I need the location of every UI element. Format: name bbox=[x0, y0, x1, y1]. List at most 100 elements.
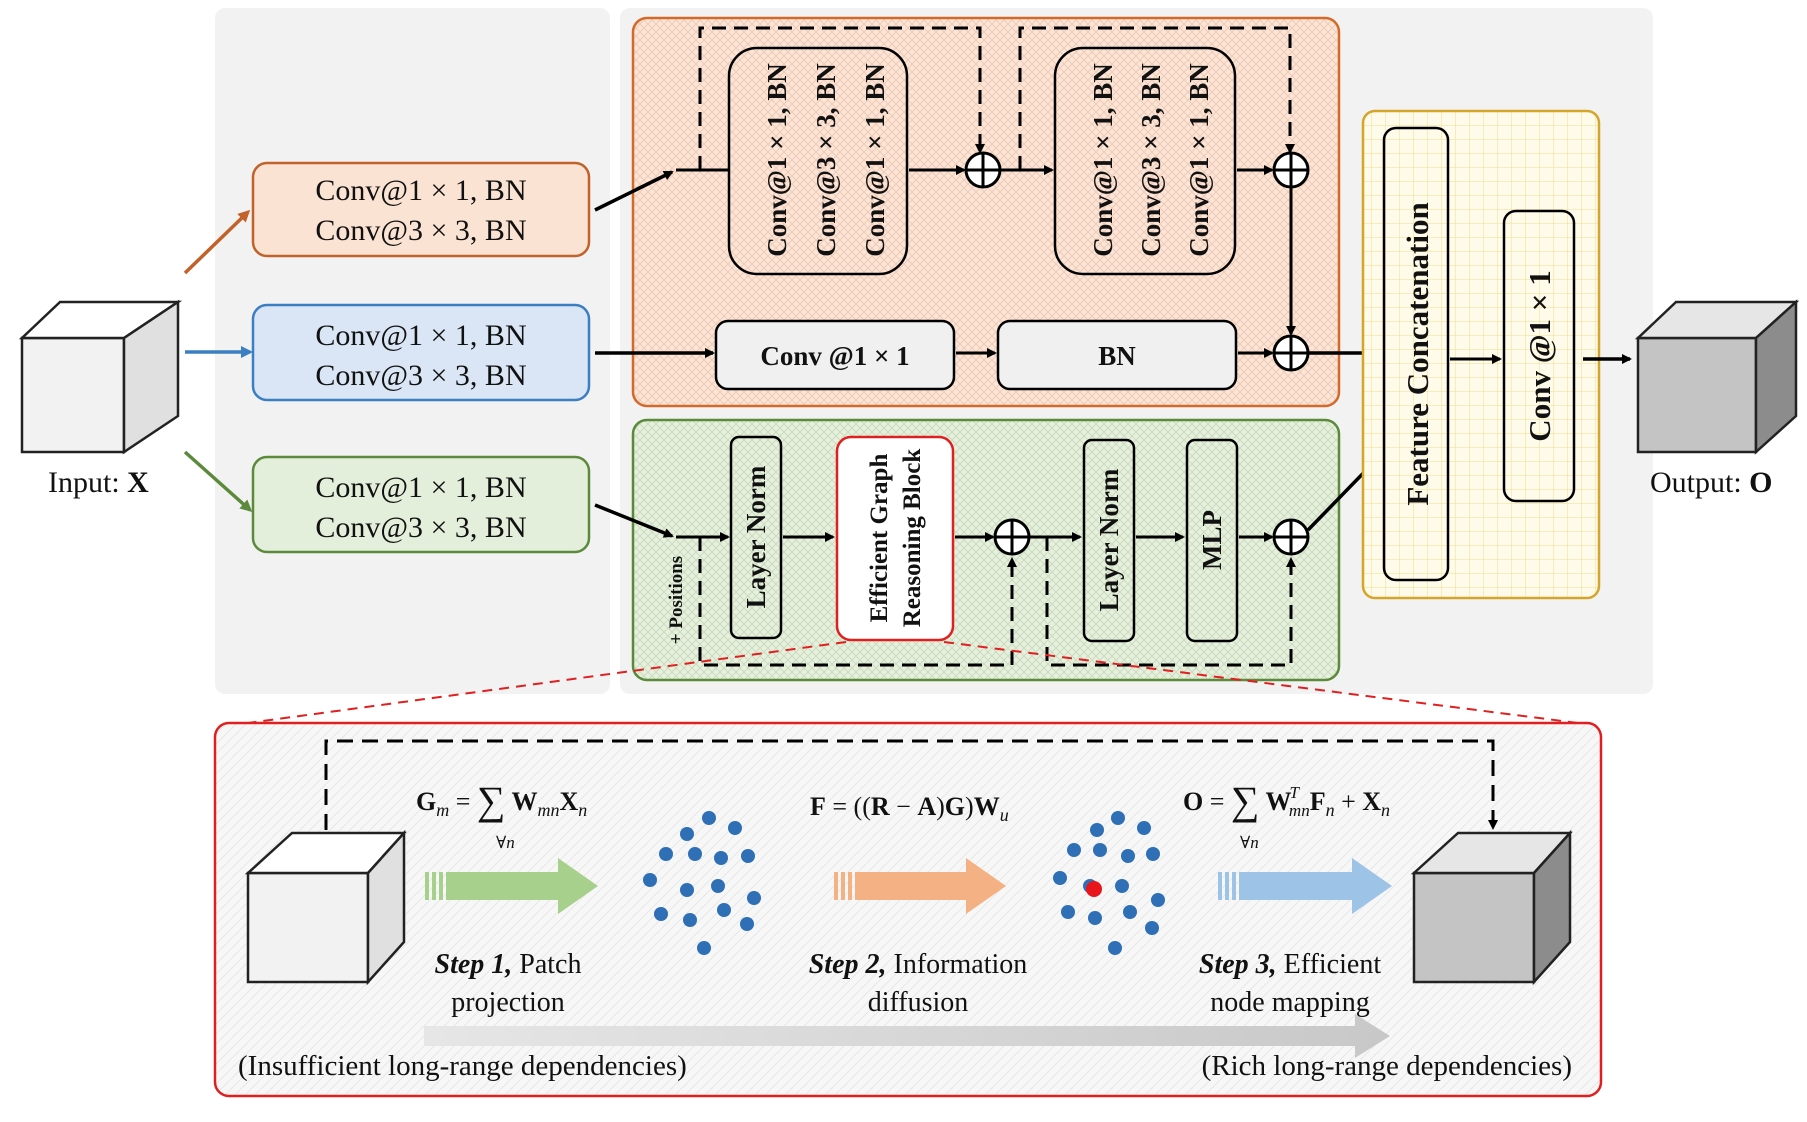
graph-node bbox=[1115, 879, 1129, 893]
formula-2: F = ((R − A)G)Wu bbox=[810, 792, 1009, 825]
graph-node bbox=[747, 891, 761, 905]
graph-node bbox=[1123, 905, 1137, 919]
branch-to-top-arrow bbox=[594, 170, 674, 212]
svg-text:Conv@1 × 1, BN: Conv@1 × 1, BN bbox=[315, 174, 526, 207]
svg-text:Conv@1 × 1, BN: Conv@1 × 1, BN bbox=[762, 63, 792, 257]
step2-label-line2: diffusion bbox=[868, 987, 969, 1018]
detail-output-cube bbox=[1410, 829, 1573, 986]
graph-node bbox=[711, 879, 725, 893]
step2-arrow bbox=[834, 858, 1006, 914]
svg-text:MLP: MLP bbox=[1197, 510, 1227, 570]
graph-node bbox=[688, 847, 702, 861]
skip-connection-1 bbox=[698, 26, 985, 170]
graph-node bbox=[643, 873, 657, 887]
add-node-1 bbox=[964, 151, 1002, 189]
graph-node bbox=[1108, 941, 1122, 955]
svg-text:Conv@3 × 3, BN: Conv@3 × 3, BN bbox=[811, 63, 841, 257]
graph-node bbox=[659, 847, 673, 861]
graph-node bbox=[1067, 843, 1081, 857]
feature-concat-box: Feature Concatenation bbox=[1382, 126, 1450, 582]
detail-input-cube bbox=[244, 829, 407, 986]
graph-node bbox=[1151, 893, 1165, 907]
svg-text:Efficient Graph: Efficient Graph bbox=[866, 454, 893, 623]
graph-node bbox=[1137, 821, 1151, 835]
graph-node bbox=[1061, 905, 1075, 919]
shortcut-conv-box: Conv @1 × 1 bbox=[714, 319, 956, 391]
svg-text:Conv@1 × 1, BN: Conv@1 × 1, BN bbox=[315, 319, 526, 352]
branch-box-orange: Conv@1 × 1, BN Conv@3 × 3, BN bbox=[251, 161, 591, 258]
branch-arrow-orange bbox=[183, 209, 251, 275]
svg-text:Conv@3 × 3, BN: Conv@3 × 3, BN bbox=[1136, 63, 1166, 257]
skip-connection-3 bbox=[698, 537, 1017, 667]
graph-node bbox=[741, 849, 755, 863]
step3-arrow bbox=[1218, 858, 1392, 914]
zoom-line-right bbox=[943, 641, 1579, 724]
graph-node bbox=[1093, 843, 1107, 857]
graph-node bbox=[697, 941, 711, 955]
step1-arrow bbox=[425, 858, 598, 914]
graph-node bbox=[680, 827, 694, 841]
graph-node bbox=[740, 917, 754, 931]
branch-arrow-green bbox=[183, 450, 253, 512]
svg-text:Layer Norm: Layer Norm bbox=[1094, 468, 1124, 611]
formula-1: Gm = ∑ WmnXn bbox=[416, 778, 587, 823]
fusion-module bbox=[1361, 109, 1601, 600]
graph-node bbox=[1146, 847, 1160, 861]
svg-text:Conv @1 × 1: Conv @1 × 1 bbox=[760, 341, 909, 371]
layer-norm-2-box: Layer Norm bbox=[1082, 438, 1136, 643]
res-block-2: Conv@1 × 1, BN Conv@3 × 3, BN Conv@1 × 1… bbox=[1053, 46, 1237, 276]
svg-text:Layer Norm: Layer Norm bbox=[741, 465, 771, 608]
add-node-2 bbox=[1272, 151, 1310, 189]
graph-node bbox=[702, 811, 716, 825]
res-block-1: Conv@1 × 1, BN Conv@3 × 3, BN Conv@1 × 1… bbox=[727, 46, 909, 276]
step2-label: Step 2, Information bbox=[809, 949, 1028, 980]
output-cube bbox=[1634, 299, 1800, 455]
formula-3-subscript: ∀n bbox=[1240, 833, 1259, 852]
positions-label: + Positions bbox=[666, 556, 687, 644]
svg-text:Conv@1 × 1, BN: Conv@1 × 1, BN bbox=[1088, 63, 1118, 257]
left-caption: (Insufficient long-range dependencies) bbox=[238, 1050, 687, 1082]
graph-node bbox=[717, 903, 731, 917]
graph-node bbox=[1145, 921, 1159, 935]
svg-text:Conv@1 × 1, BN: Conv@1 × 1, BN bbox=[315, 471, 526, 504]
add-node-5 bbox=[1272, 518, 1310, 556]
step3-label-line2: node mapping bbox=[1210, 987, 1369, 1018]
bottom-module bbox=[631, 418, 1341, 682]
svg-text:Conv@1 × 1, BN: Conv@1 × 1, BN bbox=[1184, 63, 1214, 257]
branch-box-green: Conv@1 × 1, BN Conv@3 × 3, BN bbox=[251, 455, 591, 554]
graph-node bbox=[654, 907, 668, 921]
svg-text:Feature Concatenation: Feature Concatenation bbox=[1400, 202, 1435, 505]
graph-node bbox=[1090, 823, 1104, 837]
input-cube bbox=[18, 299, 183, 455]
layer-norm-1-box: Layer Norm bbox=[729, 435, 783, 640]
step3-label: Step 3, Efficient bbox=[1199, 949, 1381, 980]
svg-text:Conv @1 × 1: Conv @1 × 1 bbox=[1522, 270, 1557, 441]
output-label: Output: O bbox=[1650, 466, 1773, 499]
egrb-box: Efficient Graph Reasoning Block bbox=[835, 435, 955, 642]
svg-text:Conv@3 × 3, BN: Conv@3 × 3, BN bbox=[315, 214, 526, 247]
graph-node bbox=[1088, 911, 1102, 925]
skip-connection-2 bbox=[1018, 26, 1295, 170]
svg-text:Reasoning Block: Reasoning Block bbox=[899, 449, 926, 628]
formula-1-subscript: ∀n bbox=[496, 833, 515, 852]
step1-label-line2: projection bbox=[451, 987, 565, 1018]
center-graph-node bbox=[1086, 881, 1102, 897]
input-label: Input: X bbox=[48, 466, 149, 499]
dependency-gradient-arrow bbox=[424, 1014, 1390, 1058]
graph-node bbox=[1121, 849, 1135, 863]
graph-node bbox=[1053, 871, 1067, 885]
graph-node bbox=[680, 883, 694, 897]
graph-node bbox=[728, 821, 742, 835]
add-node-4 bbox=[993, 518, 1031, 556]
branch-box-blue: Conv@1 × 1, BN Conv@3 × 3, BN bbox=[251, 303, 591, 402]
svg-text:BN: BN bbox=[1098, 341, 1136, 371]
node-cluster-2 bbox=[1053, 811, 1165, 955]
fusion-conv-box: Conv @1 × 1 bbox=[1502, 209, 1576, 503]
branch-to-bottom-arrow bbox=[594, 503, 674, 538]
graph-node bbox=[683, 913, 697, 927]
skip-connection-4 bbox=[1045, 537, 1296, 667]
svg-text:Conv@3 × 3, BN: Conv@3 × 3, BN bbox=[315, 359, 526, 392]
mlp-box: MLP bbox=[1185, 438, 1239, 643]
add-node-3 bbox=[1272, 334, 1310, 372]
